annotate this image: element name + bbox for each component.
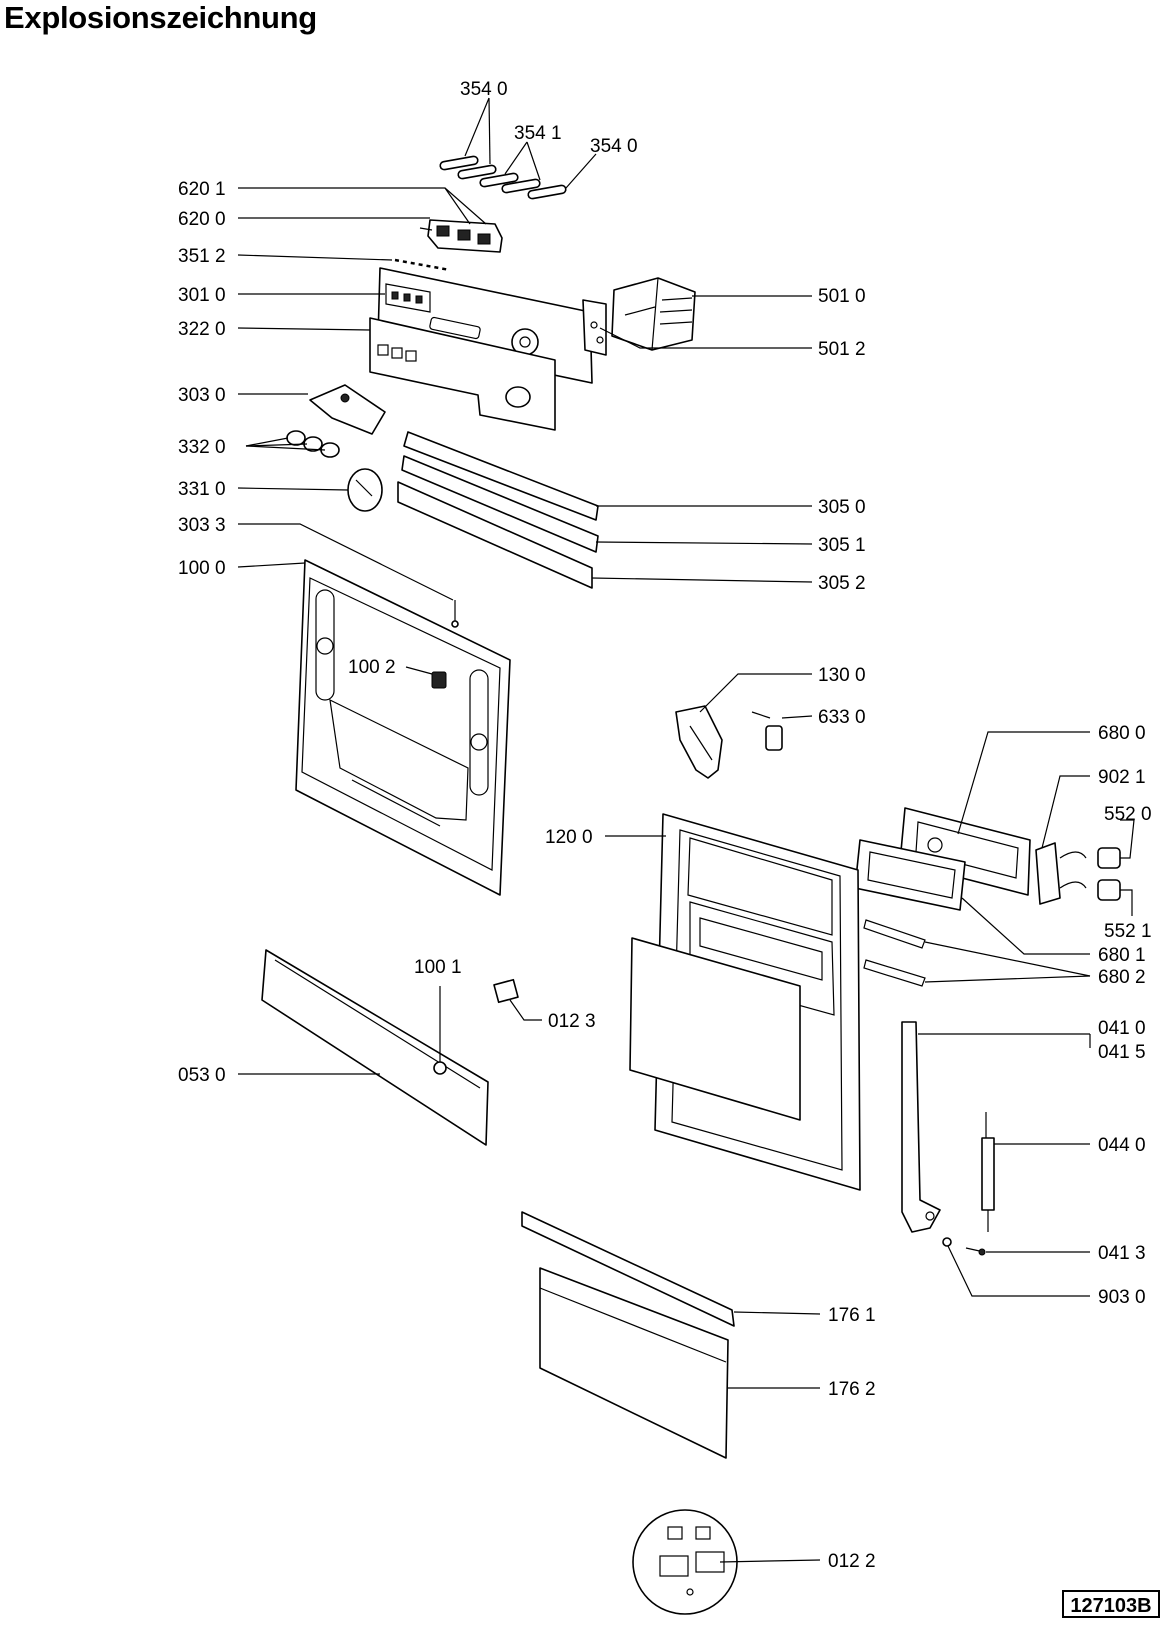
part-303-3-pin: [451, 600, 459, 628]
part-120-front-plate: [629, 937, 801, 1121]
label-305-0: 305 0: [818, 497, 866, 518]
part-680-dispenser: [854, 807, 1031, 987]
label-100-1: 100 1: [414, 957, 462, 978]
document-id-box: 127103B: [1062, 1590, 1160, 1618]
part-100-2-latch: [431, 671, 447, 689]
label-012-2: 012 2: [828, 1551, 876, 1572]
part-902-552-brackets: [1035, 842, 1121, 905]
label-041-5: 041 5: [1098, 1042, 1146, 1063]
label-041-3: 041 3: [1098, 1243, 1146, 1264]
label-120-0: 120 0: [545, 827, 593, 848]
label-176-2: 176 2: [828, 1379, 876, 1400]
label-620-1: 620 1: [178, 179, 226, 200]
part-053-base-strip: [261, 949, 489, 1146]
label-680-0: 680 0: [1098, 723, 1146, 744]
part-044-spring: [981, 1112, 995, 1232]
part-322-panel-cover: [369, 317, 556, 431]
part-332-push-buttons: [286, 430, 340, 458]
label-305-2: 305 2: [818, 573, 866, 594]
part-303-knob-housing: [309, 384, 386, 435]
part-labels: 354 0 354 1 354 0 620 1 620 0 351 2 301 …: [178, 79, 1152, 1572]
label-305-1: 305 1: [818, 535, 866, 556]
label-354-0-right: 354 0: [590, 136, 638, 157]
label-552-0: 552 0: [1104, 804, 1152, 825]
label-902-1: 902 1: [1098, 767, 1146, 788]
part-041-3-screw: [965, 1247, 986, 1256]
label-331-0: 331 0: [178, 479, 226, 500]
part-305-strips: [397, 431, 599, 589]
label-041-0: 041 0: [1098, 1018, 1146, 1039]
part-633-sensor: [751, 711, 783, 751]
label-332-0: 332 0: [178, 437, 226, 458]
label-501-2: 501 2: [818, 339, 866, 360]
part-351-2-strip: [394, 258, 451, 272]
label-303-3: 303 3: [178, 515, 226, 536]
label-301-0: 301 0: [178, 285, 226, 306]
part-100-outer-door-panel: [295, 559, 511, 896]
label-100-0: 100 0: [178, 558, 226, 579]
label-680-2: 680 2: [1098, 967, 1146, 988]
label-354-1: 354 1: [514, 123, 562, 144]
label-303-0: 303 0: [178, 385, 226, 406]
label-044-0: 044 0: [1098, 1135, 1146, 1156]
page-title: Explosionszeichnung: [4, 0, 317, 35]
part-501-module-box: [611, 277, 696, 351]
part-620-switch-block: [419, 219, 503, 253]
part-012-3-clip: [493, 978, 519, 1004]
label-176-1: 176 1: [828, 1305, 876, 1326]
label-354-0-top: 354 0: [460, 79, 508, 100]
label-620-0: 620 0: [178, 209, 226, 230]
part-501-2-bracket: [582, 299, 607, 356]
label-501-0: 501 0: [818, 286, 866, 307]
label-633-0: 633 0: [818, 707, 866, 728]
part-354-clips: [439, 155, 567, 200]
part-100-1-plug: [433, 1061, 447, 1075]
part-041-hinge-bar: [901, 1021, 941, 1233]
label-130-0: 130 0: [818, 665, 866, 686]
label-012-3: 012 3: [548, 1011, 596, 1032]
label-680-1: 680 1: [1098, 945, 1146, 966]
label-552-1: 552 1: [1104, 921, 1152, 942]
part-903-washer: [942, 1237, 952, 1247]
label-903-0: 903 0: [1098, 1287, 1146, 1308]
label-322-0: 322 0: [178, 319, 226, 340]
part-331-rotary-knob: [347, 468, 383, 512]
part-130-door-lock: [675, 705, 723, 779]
leader-lines: [237, 97, 1135, 1563]
part-176-kick-plates: [521, 1211, 735, 1459]
label-100-2: 100 2: [348, 657, 396, 678]
label-351-2: 351 2: [178, 246, 226, 267]
label-053-0: 053 0: [178, 1065, 226, 1086]
